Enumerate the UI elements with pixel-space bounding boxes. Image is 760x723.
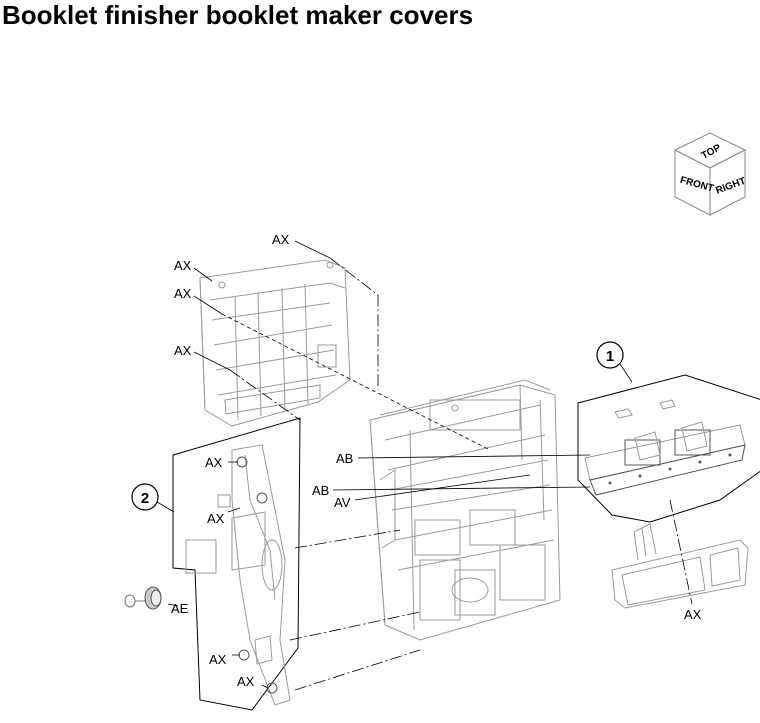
- label-ax-3: AX: [174, 286, 192, 301]
- page-title: Booklet finisher booklet maker covers: [2, 0, 474, 30]
- orientation-cube: TOP FRONT RIGHT: [673, 132, 747, 216]
- label-ax-6: AX: [207, 511, 225, 526]
- part-labels: AX AX AX AX AX AX AX AX AX AB AB AV AE: [171, 232, 702, 689]
- callout-1-box: [577, 374, 760, 523]
- label-av: AV: [334, 495, 351, 510]
- rear-cover-part: [199, 259, 351, 427]
- label-ax-9: AX: [684, 607, 702, 622]
- label-ax-1: AX: [272, 232, 290, 247]
- bracket-part: [611, 523, 749, 609]
- callout-2-box: [172, 417, 301, 711]
- label-ax-2: AX: [174, 258, 192, 273]
- assembly-lines: [167, 240, 693, 691]
- callout-2-number: 2: [141, 490, 149, 507]
- callout-2: 2: [131, 483, 175, 513]
- callout-1-number: 1: [606, 348, 614, 365]
- label-ax-7: AX: [209, 652, 227, 667]
- label-ax-5: AX: [205, 455, 223, 470]
- label-ax-8: AX: [237, 674, 255, 689]
- callout-1: 1: [596, 341, 633, 383]
- label-ab-1: AB: [336, 451, 353, 466]
- label-ax-4: AX: [174, 343, 192, 358]
- label-ab-2: AB: [312, 483, 329, 498]
- ae-knob-part: [124, 586, 162, 610]
- label-ae: AE: [171, 601, 189, 616]
- booklet-maker-frame: [369, 379, 561, 641]
